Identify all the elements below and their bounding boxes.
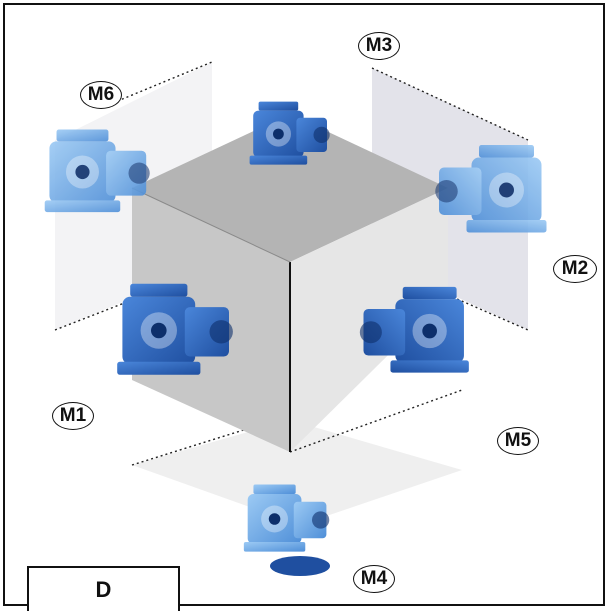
plane-m4 — [132, 420, 462, 525]
label-m2: M2 — [553, 255, 597, 283]
label-m4: M4 — [353, 565, 395, 593]
label-m6: M6 — [80, 81, 122, 109]
view-letter: D — [27, 566, 180, 611]
gearbox-base-m4 — [270, 556, 330, 576]
label-m5: M5 — [497, 427, 539, 455]
label-m1: M1 — [52, 402, 94, 430]
dotted-guides — [54, 61, 529, 466]
label-m3: M3 — [358, 32, 400, 60]
